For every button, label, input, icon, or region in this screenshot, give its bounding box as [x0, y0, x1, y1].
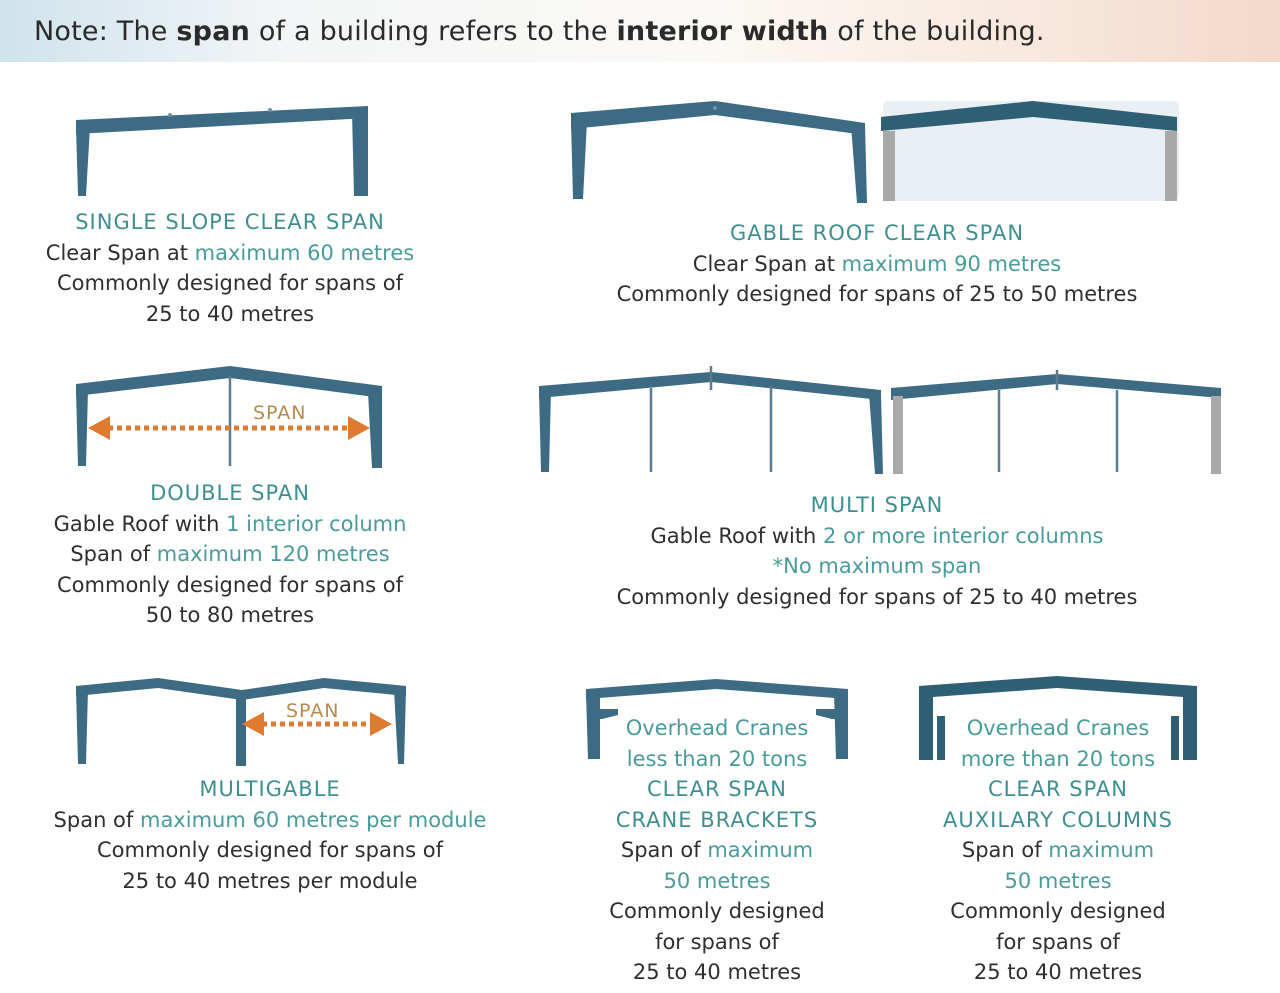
- double-span-common: Commonly designed for spans of: [57, 572, 403, 597]
- auxiliary-columns-for: for spans of: [996, 929, 1120, 954]
- multigable-arrowhead-right: [370, 712, 392, 736]
- crane-brackets-title-1: Overhead Cranes: [625, 716, 809, 740]
- multigable-max: Span of maximum 60 metres per module: [53, 807, 487, 832]
- multigable-caption: MULTIGABLE Span of maximum 60 metres per…: [20, 774, 520, 896]
- double-span-range: 50 to 80 metres: [145, 603, 315, 627]
- multigable-range: 25 to 40 metres per module: [122, 868, 418, 893]
- multi-span-columns: Gable Roof with 2 or more interior colum…: [650, 523, 1104, 548]
- double-span-frame-diagram: SPAN: [76, 366, 382, 468]
- gable-roof-caption: GABLE ROOF CLEAR SPAN Clear Span at maxi…: [577, 218, 1177, 310]
- crane-brackets-frame-diagram: [586, 679, 848, 759]
- multigable-common: Commonly designed for spans of: [97, 838, 443, 862]
- crane-brackets-for: for spans of: [655, 929, 779, 954]
- double-span-columns: Gable Roof with 1 interior column: [53, 511, 407, 536]
- auxiliary-columns-caption: Overhead Cranes more than 20 tons CLEAR …: [898, 713, 1218, 988]
- auxiliary-columns-max-value: 50 metres: [1004, 868, 1112, 893]
- auxiliary-columns-title-3: CLEAR SPAN: [988, 777, 1128, 801]
- single-slope-max: Clear Span at maximum 60 metres: [45, 240, 415, 265]
- crane-brackets-range: 25 to 40 metres: [632, 960, 802, 984]
- crane-brackets-max: Span of maximum: [620, 838, 814, 862]
- crane-brackets-caption: Overhead Cranes less than 20 tons CLEAR …: [557, 713, 877, 988]
- gable-roof-title: GABLE ROOF CLEAR SPAN: [729, 221, 1025, 245]
- multigable-title: MULTIGABLE: [199, 777, 341, 801]
- auxiliary-columns-title-1: Overhead Cranes: [966, 716, 1150, 740]
- note-text: Note: The span of a building refers to t…: [34, 16, 1045, 47]
- multigable-frame-diagram: SPAN: [76, 678, 406, 766]
- multigable-span-label: SPAN: [286, 700, 340, 722]
- auxiliary-columns-title-4: AUXILARY COLUMNS: [943, 807, 1173, 832]
- single-slope-range: 25 to 40 metres: [145, 301, 315, 326]
- double-span-label: SPAN: [253, 402, 307, 424]
- double-span-max: Span of maximum 120 metres: [70, 542, 390, 566]
- multi-span-title: MULTI SPAN: [810, 493, 944, 517]
- single-slope-common: Commonly designed for spans of: [57, 271, 403, 295]
- double-span-arrowhead-right: [348, 416, 370, 440]
- auxiliary-columns-common: Commonly designed: [950, 899, 1166, 923]
- auxiliary-columns-range: 25 to 40 metres: [973, 960, 1143, 984]
- auxiliary-columns-title-2: more than 20 tons: [960, 746, 1156, 771]
- single-slope-title: SINGLE SLOPE CLEAR SPAN: [75, 210, 385, 234]
- crane-brackets-title-2: less than 20 tons: [626, 746, 808, 771]
- double-span-arrowhead-left: [88, 416, 110, 440]
- multi-span-no-max: *No maximum span: [772, 554, 982, 578]
- note-banner: [0, 0, 1280, 62]
- multi-span-common: Commonly designed for spans of 25 to 40 …: [616, 584, 1138, 609]
- auxiliary-columns-frame-diagram: [919, 676, 1197, 760]
- multi-span-frame-diagram: [539, 366, 1221, 474]
- double-span-title: DOUBLE SPAN: [150, 481, 310, 505]
- double-span-caption: DOUBLE SPAN Gable Roof with 1 interior c…: [20, 478, 440, 631]
- crane-brackets-title-4: CRANE BRACKETS: [615, 807, 819, 832]
- crane-brackets-common: Commonly designed: [609, 899, 825, 923]
- single-slope-caption: SINGLE SLOPE CLEAR SPAN Clear Span at ma…: [20, 207, 440, 329]
- crane-brackets-max-value: 50 metres: [663, 868, 771, 893]
- multi-span-caption: MULTI SPAN Gable Roof with 2 or more int…: [577, 490, 1177, 612]
- gable-roof-common: Commonly designed for spans of 25 to 50 …: [616, 282, 1138, 306]
- single-slope-frame-diagram: [76, 106, 368, 196]
- auxiliary-columns-max: Span of maximum: [961, 838, 1155, 862]
- multigable-arrowhead-left: [242, 712, 264, 736]
- crane-brackets-title-3: CLEAR SPAN: [647, 777, 787, 801]
- gable-roof-frame-diagram: [571, 101, 1179, 203]
- gable-roof-max: Clear Span at maximum 90 metres: [692, 251, 1062, 276]
